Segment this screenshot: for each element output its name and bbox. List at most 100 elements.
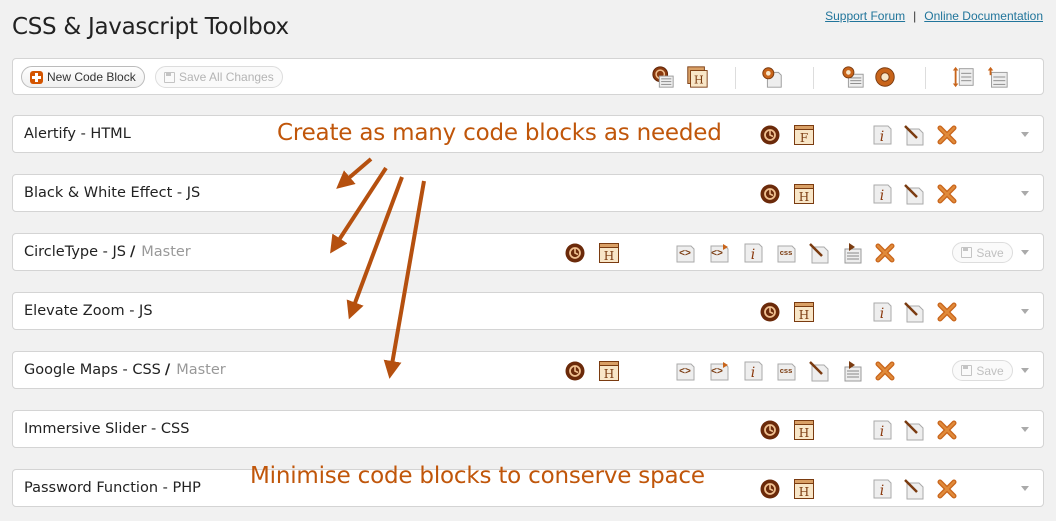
edit-name-icon[interactable] [903, 478, 925, 500]
save-all-changes-button[interactable]: Save All Changes [155, 66, 283, 88]
svg-text:<>: <> [711, 366, 723, 377]
css-icon[interactable]: css [775, 360, 797, 382]
block-save-button[interactable]: Save [952, 242, 1013, 263]
save-icon [961, 247, 973, 258]
top-links: Support Forum|Online Documentation [825, 9, 1043, 23]
svg-text:H: H [694, 73, 704, 86]
block-save-button[interactable]: Save [952, 360, 1013, 381]
html-tag-icon[interactable]: <> [674, 242, 696, 264]
location-header-icon[interactable]: H [793, 183, 815, 205]
delete-icon[interactable] [936, 301, 958, 323]
settings-page-icon[interactable] [760, 65, 784, 89]
code-block-row[interactable]: Immersive Slider - CSS H i [12, 410, 1044, 448]
edit-name-icon[interactable] [808, 360, 830, 382]
info-icon[interactable]: i [742, 242, 764, 264]
code-block-row[interactable]: Elevate Zoom - JS H i [12, 292, 1044, 330]
annotation-bottom: Minimise code blocks to conserve space [250, 463, 705, 489]
svg-text:i: i [880, 306, 884, 322]
delete-icon[interactable] [874, 242, 896, 264]
revisions-icon[interactable] [564, 360, 586, 382]
template-toolbar-icon[interactable]: H [685, 65, 709, 89]
revisions-icon[interactable] [759, 124, 781, 146]
assign-pages-icon[interactable] [841, 242, 863, 264]
toolbar-divider [735, 67, 736, 89]
block-name: Google Maps - CSS [24, 362, 161, 378]
expand-toggle[interactable] [1021, 427, 1029, 432]
slash-separator: / [164, 362, 171, 378]
delete-icon[interactable] [936, 419, 958, 441]
expand-toggle[interactable] [1021, 250, 1029, 255]
code-block-row[interactable]: Black & White Effect - JS H i [12, 174, 1044, 212]
info-icon[interactable]: i [871, 183, 893, 205]
info-icon[interactable]: i [871, 419, 893, 441]
svg-text:css: css [780, 248, 793, 257]
location-glyph: F [800, 131, 808, 145]
revisions-icon[interactable] [759, 419, 781, 441]
edit-name-icon[interactable] [808, 242, 830, 264]
location-header-icon[interactable]: H [598, 360, 620, 382]
html-tag-icon[interactable]: <> [674, 360, 696, 382]
support-forum-link[interactable]: Support Forum [825, 9, 906, 23]
code-block-row[interactable]: Password Function - PHP H i [12, 469, 1044, 507]
master-label: Master [141, 244, 191, 260]
svg-text:i: i [751, 247, 755, 263]
delete-icon[interactable] [936, 478, 958, 500]
html-tag-arrow-icon[interactable]: <> [708, 360, 730, 382]
code-block-row[interactable]: Google Maps - CSS/ Master H <> <> i css S… [12, 351, 1044, 389]
new-code-block-button[interactable]: New Code Block [21, 66, 145, 88]
delete-icon[interactable] [936, 183, 958, 205]
revisions-icon[interactable] [759, 478, 781, 500]
block-save-label: Save [976, 363, 1004, 378]
sort-order-icon[interactable] [951, 65, 975, 89]
svg-text:i: i [880, 483, 884, 499]
location-header-icon[interactable]: H [598, 242, 620, 264]
edit-name-icon[interactable] [903, 301, 925, 323]
edit-name-icon[interactable] [903, 124, 925, 146]
expand-collapse-icon[interactable] [985, 65, 1009, 89]
info-icon[interactable]: i [871, 478, 893, 500]
revisions-icon[interactable] [759, 301, 781, 323]
html-tag-arrow-icon[interactable]: <> [708, 242, 730, 264]
block-name: CircleType - JS [24, 244, 126, 260]
info-icon[interactable]: i [871, 301, 893, 323]
block-title: Alertify - HTML [24, 126, 131, 142]
save-all-changes-label: Save All Changes [179, 70, 274, 84]
block-save-label: Save [976, 245, 1004, 260]
expand-toggle[interactable] [1021, 486, 1029, 491]
master-label: Master [176, 362, 226, 378]
location-glyph: H [799, 485, 809, 499]
delete-icon[interactable] [874, 360, 896, 382]
block-name: Black & White Effect - JS [24, 185, 201, 201]
global-settings-icon[interactable] [873, 65, 897, 89]
delete-icon[interactable] [936, 124, 958, 146]
code-block-row[interactable]: Alertify - HTML F i [12, 115, 1044, 153]
revisions-toolbar-icon[interactable] [651, 65, 675, 89]
location-header-icon[interactable]: H [793, 419, 815, 441]
location-header-icon[interactable]: H [793, 301, 815, 323]
edit-name-icon[interactable] [903, 183, 925, 205]
location-header-icon[interactable]: H [793, 478, 815, 500]
annotation-top: Create as many code blocks as needed [277, 120, 722, 146]
location-glyph: H [799, 308, 809, 322]
expand-toggle[interactable] [1021, 309, 1029, 314]
save-icon [164, 71, 175, 83]
block-title: Immersive Slider - CSS [24, 421, 189, 437]
toolbar-divider [925, 67, 926, 89]
settings-list-icon[interactable] [841, 65, 865, 89]
edit-name-icon[interactable] [903, 419, 925, 441]
expand-toggle[interactable] [1021, 191, 1029, 196]
css-icon[interactable]: css [775, 242, 797, 264]
revisions-icon[interactable] [759, 183, 781, 205]
online-documentation-link[interactable]: Online Documentation [924, 9, 1043, 23]
assign-pages-icon[interactable] [841, 360, 863, 382]
info-icon[interactable]: i [871, 124, 893, 146]
expand-toggle[interactable] [1021, 368, 1029, 373]
code-block-row[interactable]: CircleType - JS/Master H <> <> i css Sav… [12, 233, 1044, 271]
revisions-icon[interactable] [564, 242, 586, 264]
svg-text:<>: <> [711, 248, 723, 259]
expand-toggle[interactable] [1021, 132, 1029, 137]
location-footer-icon[interactable]: F [793, 124, 815, 146]
page-title: CSS & Javascript Toolbox [12, 14, 289, 40]
info-icon[interactable]: i [742, 360, 764, 382]
svg-text:i: i [880, 188, 884, 204]
